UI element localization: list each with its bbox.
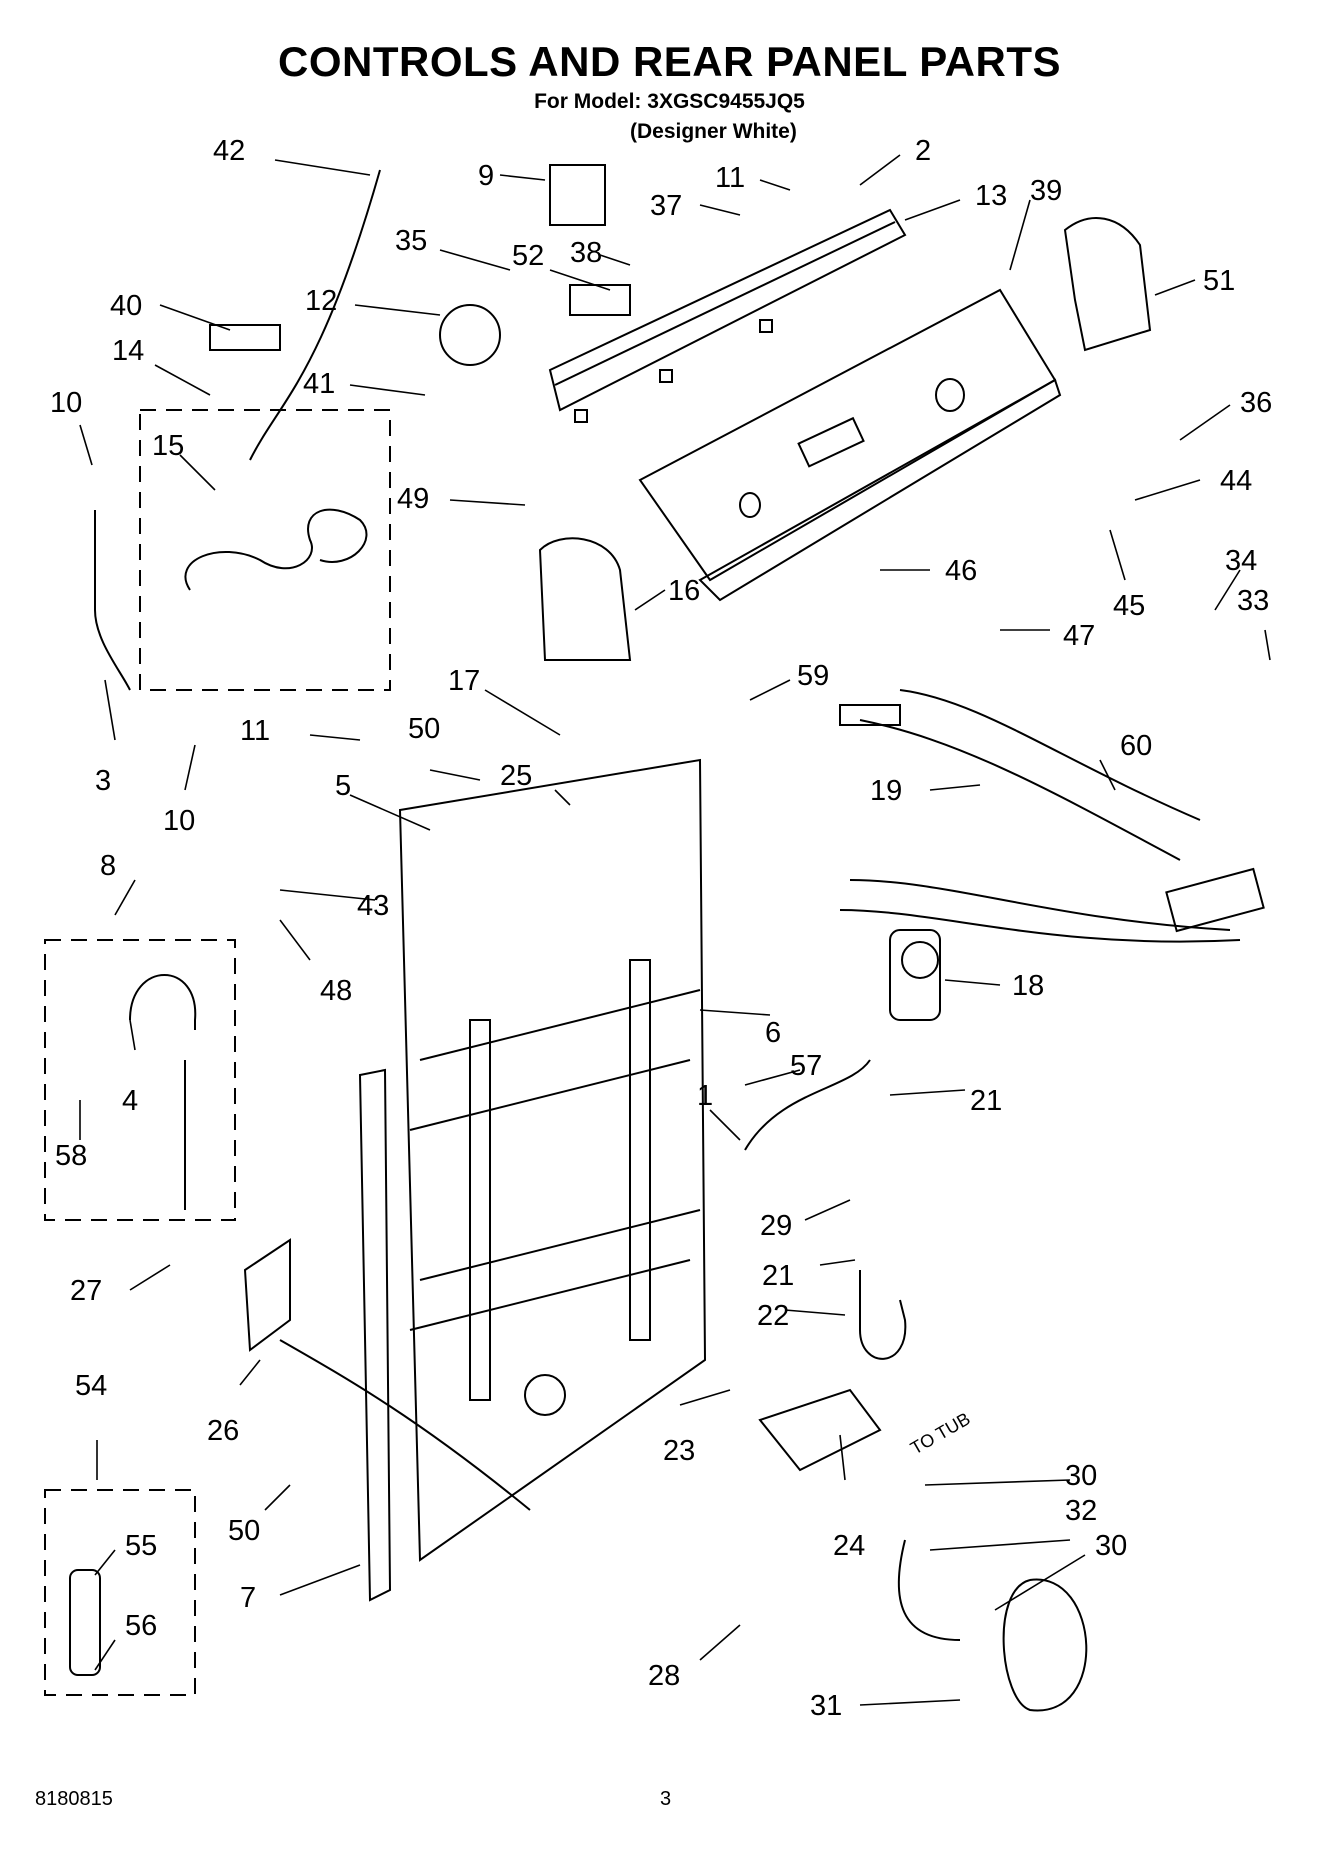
variant-label: (Designer White): [630, 120, 797, 143]
callout: 6: [765, 1017, 781, 1049]
pump: [1002, 1578, 1088, 1712]
callout: 54: [75, 1370, 107, 1402]
callout: 1: [697, 1080, 713, 1112]
callout: 39: [1030, 175, 1062, 207]
callout: 51: [1203, 265, 1235, 297]
model-label: For Model: 3XGSC9455JQ5: [534, 90, 805, 113]
callout: 44: [1220, 465, 1252, 497]
pump-hose: [897, 1539, 961, 1641]
callout: 28: [648, 1660, 680, 1692]
callout: 14: [112, 335, 144, 367]
callout: 42: [213, 135, 245, 167]
callout: 26: [207, 1415, 239, 1447]
callout: 24: [833, 1530, 865, 1562]
callout: 45: [1113, 590, 1145, 622]
callout: 23: [663, 1435, 695, 1467]
callout: 25: [500, 760, 532, 792]
end-cap-right: [1063, 217, 1152, 352]
callout: 49: [397, 483, 429, 515]
callout: 4: [122, 1085, 138, 1117]
leader-lines: [79, 154, 1271, 1706]
wiring-harness: [839, 689, 1265, 943]
rear-panel: [398, 758, 707, 1562]
callout: 21: [970, 1085, 1002, 1117]
fill-hose: [744, 1059, 871, 1151]
control-panel-bracket: [548, 208, 907, 423]
callout: 7: [240, 1582, 256, 1614]
callout: 2: [915, 135, 931, 167]
adapter-kit-box: [44, 1489, 196, 1696]
bottom-bracket: [758, 1388, 882, 1472]
connector-52: [569, 284, 631, 316]
page-title: CONTROLS AND REAR PANEL PARTS: [278, 38, 1061, 85]
water-valve: [889, 929, 941, 1021]
drain-adapter: [69, 1569, 101, 1676]
document-number: 8180815: [35, 1788, 113, 1810]
callout: 31: [810, 1690, 842, 1722]
to-tub-label: TO TUB: [907, 1408, 974, 1458]
outlet-hose: [859, 1270, 907, 1360]
callout: 3: [95, 765, 111, 797]
callout-labels: 42 9 11 2 37 13 39 35 52 38 40 12 51 14 …: [50, 135, 1272, 1722]
end-cap-left: [538, 537, 632, 661]
callout: 30: [1065, 1460, 1097, 1492]
callout: 33: [1237, 585, 1269, 617]
callout: 50: [228, 1515, 260, 1547]
callout: 59: [797, 660, 829, 692]
drain-hose-kit-box: [44, 939, 236, 1221]
side-rail: [358, 1068, 392, 1602]
callout: 16: [668, 575, 700, 607]
page-number: 3: [660, 1788, 672, 1810]
callout: 56: [125, 1610, 157, 1642]
ground-wire-42: [249, 169, 381, 461]
callout: 60: [1120, 730, 1152, 762]
callout: 17: [448, 665, 480, 697]
callout: 19: [870, 775, 902, 807]
connector-9: [549, 164, 606, 226]
callout: 11: [240, 715, 270, 747]
callout: 47: [1063, 620, 1095, 652]
callout: 11: [715, 162, 745, 194]
callout: 48: [320, 975, 352, 1007]
callout: 13: [975, 180, 1007, 212]
callout: 29: [760, 1210, 792, 1242]
callout: 10: [50, 387, 82, 419]
callout: 57: [790, 1050, 822, 1082]
callout: 34: [1225, 545, 1257, 577]
callout: 46: [945, 555, 977, 587]
callout: 15: [152, 430, 184, 462]
callout: 36: [1240, 387, 1272, 419]
callout: 27: [70, 1275, 102, 1307]
console-panel: [638, 288, 1062, 602]
callout: 41: [303, 368, 335, 400]
bracket-40: [209, 324, 281, 351]
callout: 5: [335, 770, 351, 802]
callout: 8: [100, 850, 116, 882]
drain-hose-extension: [129, 974, 197, 1210]
inlet-hose: [94, 510, 131, 691]
callout: 38: [570, 237, 602, 269]
callout: 21: [762, 1260, 794, 1292]
callout: 9: [478, 160, 494, 192]
callout: 30: [1095, 1530, 1127, 1562]
callout: 22: [757, 1300, 789, 1332]
power-cord-dashed-box: [139, 409, 391, 691]
callout: 18: [1012, 970, 1044, 1002]
callout: 55: [125, 1530, 157, 1562]
timer-12: [439, 304, 501, 366]
hose-guide: [243, 1238, 291, 1352]
callout: 50: [408, 713, 440, 745]
callout: 58: [55, 1140, 87, 1172]
callout: 37: [650, 190, 682, 222]
power-cord: [184, 508, 368, 591]
callout: 43: [357, 890, 389, 922]
callout: 10: [163, 805, 195, 837]
callout: 40: [110, 290, 142, 322]
callout: 35: [395, 225, 427, 257]
callout: 12: [305, 285, 337, 317]
callout: 32: [1065, 1495, 1097, 1527]
callout: 52: [512, 240, 544, 272]
drain-hose-main: [279, 1339, 531, 1511]
